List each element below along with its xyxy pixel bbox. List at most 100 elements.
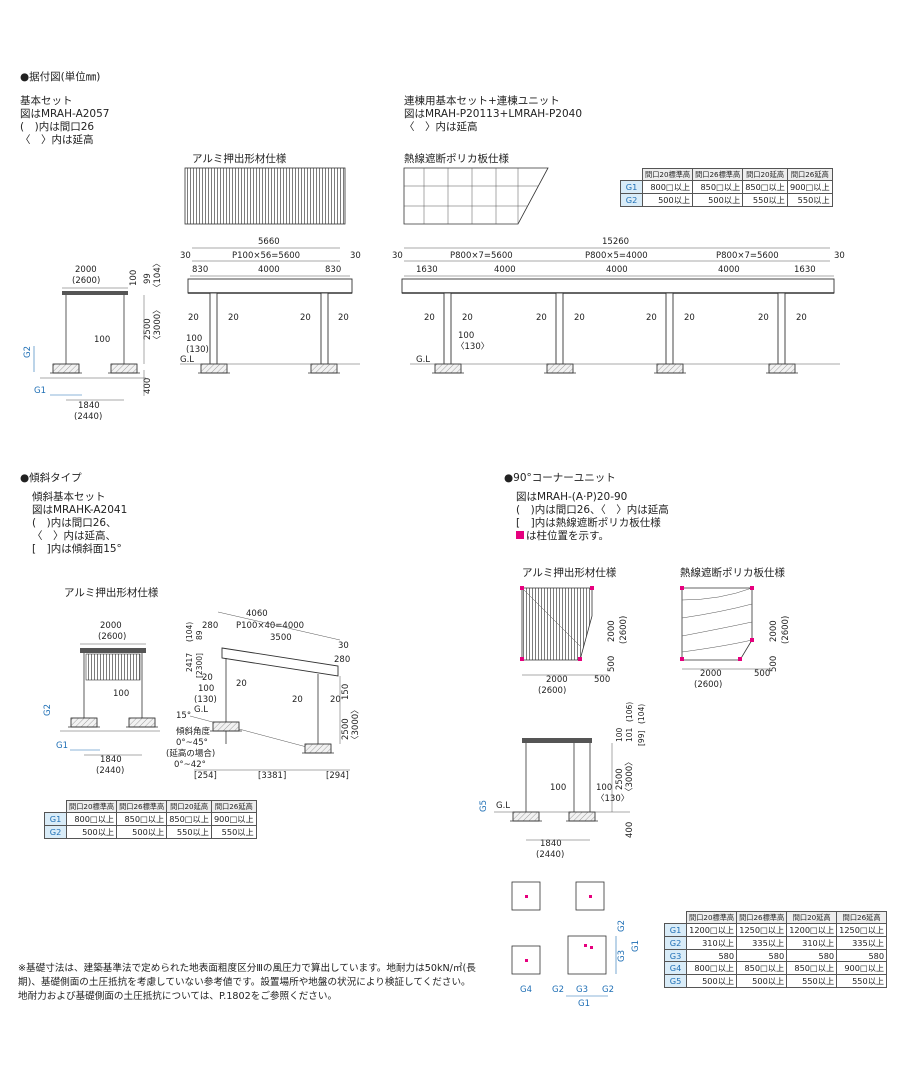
svg-text:G.L: G.L [416,355,430,365]
incline-note2: 〈 〉内は延高、 [32,529,116,542]
svg-text:G2: G2 [23,346,33,358]
table-cell: 800□以上 [685,961,738,975]
table-cell: 1200□以上 [685,923,738,937]
svg-text:2000: 2000 [546,675,568,685]
svg-text:2500: 2500 [143,318,153,340]
svg-text:100: 100 [550,783,566,793]
svg-text:500: 500 [594,675,610,685]
svg-text:500: 500 [607,656,617,672]
corner-note2: [ ]内は熱線遮断ポリカ板仕様 [516,516,661,529]
svg-text:101: 101 [625,727,634,742]
row-label: G1 [44,812,67,826]
corner-poly-plan: 2000 (2600) 500 2000 (2600) 500 [680,586,791,690]
linked-front-view: 15260 30 30 P800×7=5600 P800×5=4000 P800… [392,237,845,374]
svg-text:G4: G4 [520,985,532,995]
svg-text:2500: 2500 [341,718,351,740]
table-cell: 800□以上 [65,812,118,826]
table-column-header: 間口26延高 [210,800,257,813]
svg-text:〈104〉: 〈104〉 [153,259,163,292]
corner-footing-plan: G4 G2 G3 G2 G1 G2 G3 G1 [511,881,641,1009]
svg-text:〈130〉: 〈130〉 [596,794,629,804]
variant-poly-label: 熱線遮断ポリカ板仕様 [404,152,509,165]
svg-text:2000: 2000 [607,620,617,642]
svg-text:1840: 1840 [100,755,122,765]
svg-text:280: 280 [334,655,350,665]
svg-text:30: 30 [180,251,191,261]
svg-text:(2440): (2440) [74,412,102,422]
svg-text:G2: G2 [602,985,614,995]
svg-text:(130): (130) [186,345,209,355]
column-marker-legend [516,531,524,539]
incline-variant-alu: アルミ押出形材仕様 [64,586,159,599]
svg-text:(2600): (2600) [98,632,126,642]
svg-text:P800×5=4000: P800×5=4000 [585,251,648,261]
table-cell: 1250□以上 [736,923,788,937]
svg-text:830: 830 [325,265,341,275]
linked-set-title: 連棟用基本セット+連棟ユニット [404,94,560,107]
table-cell: 550以上 [166,825,212,839]
svg-text:100: 100 [186,334,202,344]
svg-text:2417: 2417 [185,653,194,672]
table-cell: 580 [685,949,738,962]
incline-note3: [ ]内は傾斜面15° [32,542,122,555]
svg-text:G2: G2 [617,920,627,932]
table-cell: 900□以上 [210,812,257,826]
corner-note3: は柱位置を示す。 [526,529,609,542]
table-cell: 335以上 [836,936,888,950]
table-column-header: 間口26延高 [786,168,833,181]
corner-alu-plan: 2000 (2600) 500 2000 (2600) 500 [520,586,629,696]
svg-text:4000: 4000 [258,265,280,275]
svg-text:100: 100 [94,335,110,345]
corner-model: 図はMRAH-(A·P)20-90 [516,491,627,503]
table-cell: 310以上 [685,936,738,950]
incline-title: 傾斜基本セット [32,490,106,503]
svg-text:20: 20 [228,313,239,323]
incline-side-view: 2000 (2600) 100 G2 G1 1840 (2440) [43,621,160,776]
table-cell: 500以上 [685,974,738,988]
table-cell: 550以上 [836,974,888,988]
table-cell: 1200□以上 [786,923,838,937]
corner-side-view: 100 100 〈130〉 G.L G5 100 101 (106) [99] … [479,702,646,860]
svg-text:2000: 2000 [75,265,97,275]
table-column-header: 間口20延高 [742,168,788,181]
basic-set-note2: 〈 〉内は延高 [20,133,94,146]
row-label: G1 [664,923,687,937]
svg-text:0°~45°: 0°~45° [176,738,208,748]
svg-text:G1: G1 [631,940,641,952]
svg-text:20: 20 [202,673,213,683]
svg-text:(2440): (2440) [536,850,564,860]
svg-text:100: 100 [596,783,612,793]
svg-text:[2300]: [2300] [195,653,204,678]
table-cell: 850□以上 [736,961,788,975]
svg-text:(130): (130) [194,695,217,705]
table-column-header: 間口26延高 [836,911,888,924]
svg-text:30: 30 [392,251,403,261]
svg-text:G1: G1 [34,386,46,396]
svg-text:G.L: G.L [194,705,208,715]
svg-text:0°~42°: 0°~42° [174,760,206,770]
svg-text:20: 20 [300,313,311,323]
table-cell: 850□以上 [786,961,838,975]
svg-text:20: 20 [684,313,695,323]
table-cell: 310以上 [786,936,838,950]
svg-text:[294]: [294] [326,771,349,781]
svg-text:〈3000〉: 〈3000〉 [153,305,163,344]
svg-text:500: 500 [754,669,770,679]
alu-roof-plan [184,167,346,225]
incline-front-view: 4060 P100×40=4000 280 3500 30 280 2417 [… [166,609,361,781]
poly-roof-plan [403,167,549,225]
svg-text:20: 20 [330,695,341,705]
svg-text:5660: 5660 [258,237,280,247]
svg-text:20: 20 [338,313,349,323]
table-cell: 900□以上 [786,180,833,194]
svg-text:150: 150 [341,684,351,700]
basic-front-view: 5660 30 30 P100×56=5600 830 4000 830 20 … [180,237,361,374]
svg-text:(延高の場合): (延高の場合) [166,748,215,759]
svg-text:(2600): (2600) [694,680,722,690]
svg-text:G.L: G.L [180,355,194,365]
